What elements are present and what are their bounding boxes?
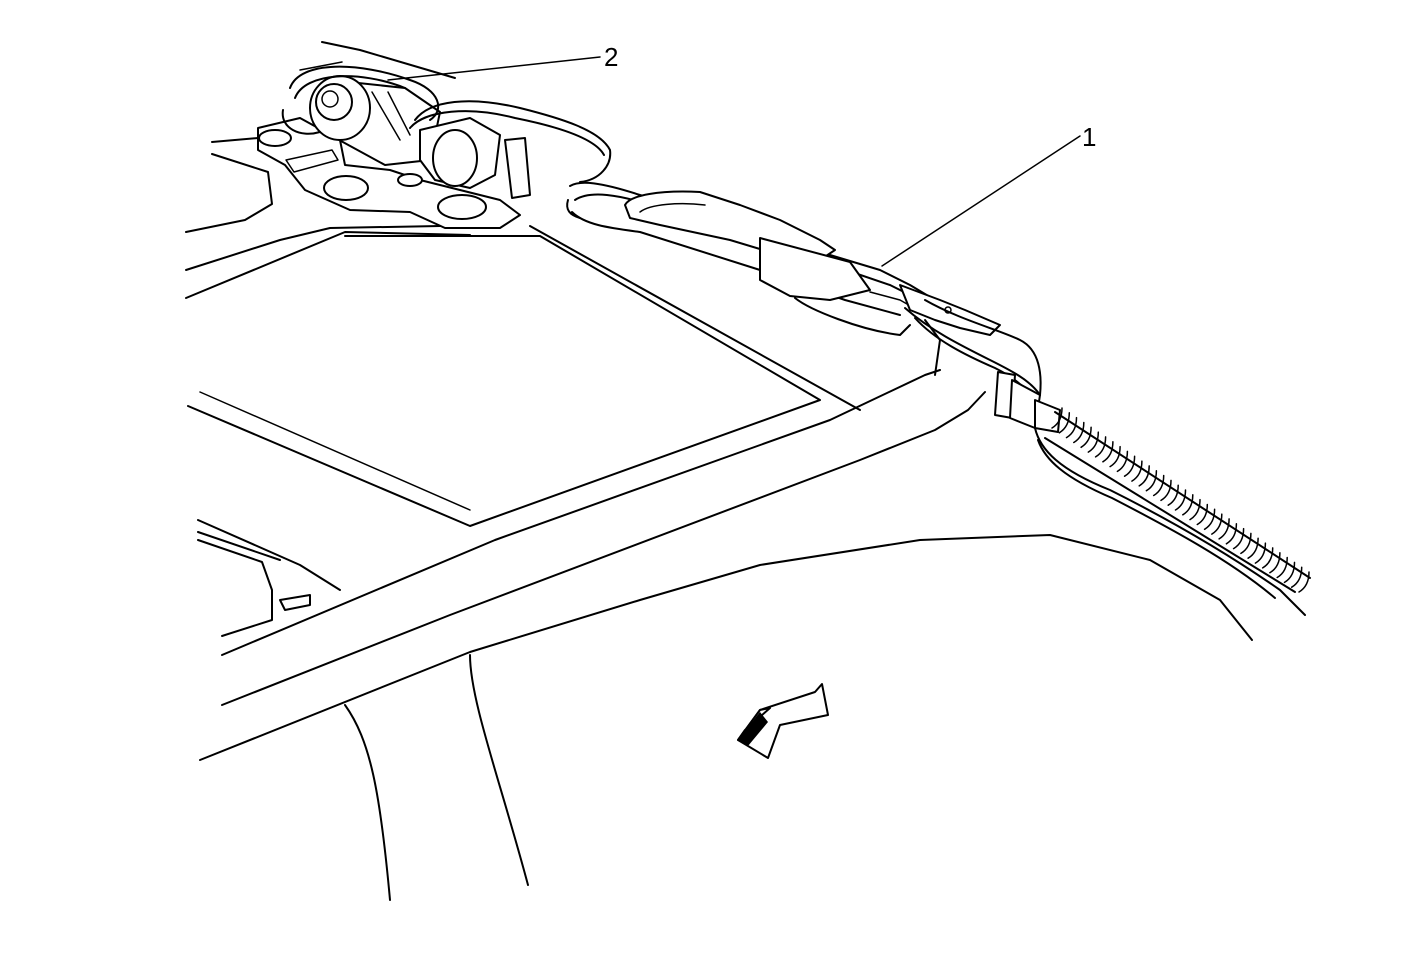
callout-2: 2: [387, 42, 618, 81]
callout-label-1: 1: [1082, 122, 1096, 152]
forward-arrow-icon: [737, 683, 829, 759]
callout-label-2: 2: [604, 42, 618, 72]
callout-1: 1: [881, 122, 1096, 267]
sunroof-wiring-harness: [566, 181, 1311, 616]
sunroof-motor: [257, 65, 612, 229]
